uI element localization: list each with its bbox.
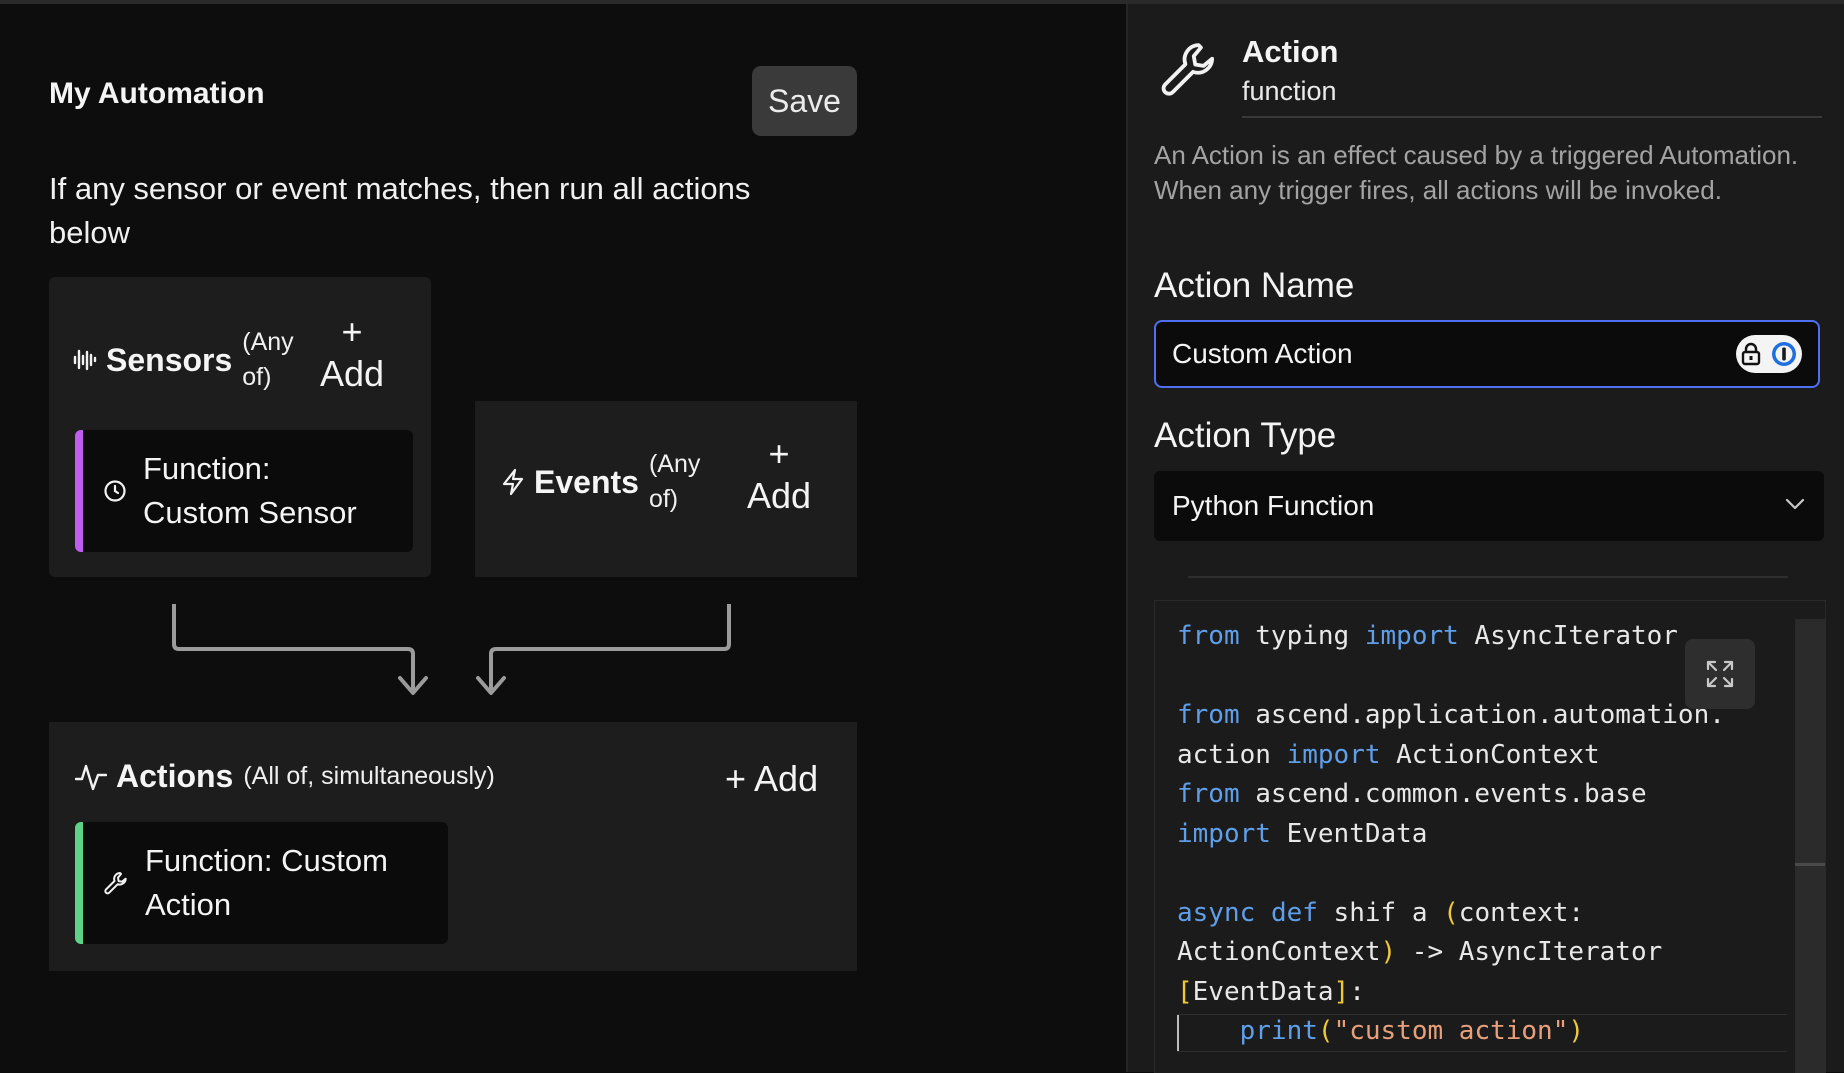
code-line: from ascend.common.events.base bbox=[1177, 779, 1647, 809]
plus-icon: + bbox=[768, 433, 790, 474]
divider bbox=[1188, 576, 1788, 578]
code-bracket: ] bbox=[1333, 976, 1350, 1007]
sensor-item-label-line-2: Custom Sensor bbox=[143, 495, 357, 530]
code-keyword: from bbox=[1177, 700, 1240, 730]
automation-description: If any sensor or event matches, then run… bbox=[49, 171, 751, 250]
events-add-button[interactable]: + Add bbox=[747, 433, 811, 517]
events-title: Events bbox=[534, 463, 639, 500]
automation-canvas: My Automation Save If any sensor or even… bbox=[0, 4, 1126, 1072]
sensor-item-label-line-1: Function: bbox=[143, 451, 271, 486]
code-line: async def shif a (context: bbox=[1177, 897, 1585, 928]
code-keyword: import bbox=[1177, 818, 1271, 849]
events-qualifier-line-1: (Any bbox=[648, 450, 701, 478]
action-item-label: Function: Custom Action bbox=[145, 839, 388, 927]
code-string: "custom action" bbox=[1333, 1016, 1569, 1046]
expand-icon bbox=[1706, 660, 1734, 688]
code-line: print("custom action") bbox=[1177, 1016, 1584, 1046]
onepassword-icon bbox=[1772, 342, 1796, 366]
code-line: [EventData]: bbox=[1177, 976, 1365, 1007]
code-line: from typing import AsyncIterator bbox=[1177, 621, 1678, 651]
text-cursor bbox=[1177, 1015, 1179, 1051]
sensors-add-button[interactable]: + Add bbox=[320, 311, 384, 395]
editor-scroll-thumb[interactable] bbox=[1795, 863, 1825, 866]
sensors-add-label: Add bbox=[320, 353, 385, 394]
sensors-qualifier: (Any of) bbox=[242, 325, 293, 395]
lock-icon bbox=[1741, 342, 1761, 366]
code-bracket: ) bbox=[1568, 1016, 1585, 1046]
actions-add-button[interactable]: + Add bbox=[725, 758, 819, 799]
code-editor[interactable]: from typing import AsyncIterator from as… bbox=[1154, 600, 1826, 1073]
code-line: action import ActionContext bbox=[1177, 739, 1600, 770]
clock-icon bbox=[103, 479, 127, 503]
flow-connectors bbox=[172, 604, 731, 695]
actions-qualifier: (All of, simultaneously) bbox=[243, 762, 495, 790]
panel-title: Action bbox=[1242, 34, 1339, 69]
expand-editor-button[interactable] bbox=[1685, 639, 1755, 709]
events-header: Events (Any of) bbox=[501, 447, 700, 517]
current-line-highlight bbox=[1177, 1014, 1787, 1052]
code-keyword: import bbox=[1286, 739, 1381, 770]
waveform-icon bbox=[73, 347, 97, 373]
action-item-label-line-2: Action bbox=[145, 887, 232, 922]
code-keyword: def bbox=[1270, 897, 1318, 928]
events-qualifier-line-2: of) bbox=[648, 485, 679, 513]
automation-title: My Automation bbox=[49, 77, 265, 110]
sensors-qualifier-line-2: of) bbox=[242, 363, 272, 391]
code-keyword: import bbox=[1364, 621, 1459, 651]
panel-subtitle: function bbox=[1242, 76, 1337, 106]
password-manager-badge[interactable] bbox=[1736, 335, 1802, 373]
action-item[interactable]: Function: Custom Action bbox=[75, 822, 448, 944]
action-details-panel: Action function An Action is an effect c… bbox=[1126, 4, 1844, 1073]
action-name-label: Action Name bbox=[1154, 266, 1355, 305]
code-keyword: async bbox=[1177, 897, 1256, 928]
code-bracket: ( bbox=[1317, 1016, 1334, 1046]
code-bracket: [ bbox=[1177, 976, 1193, 1007]
activity-icon bbox=[75, 762, 107, 792]
action-name-input[interactable]: Custom Action bbox=[1154, 320, 1820, 388]
code-bracket: ( bbox=[1443, 897, 1459, 928]
actions-title: Actions bbox=[116, 758, 234, 794]
actions-header: Actions (All of, simultaneously) bbox=[75, 758, 495, 795]
divider bbox=[1242, 116, 1822, 118]
sensor-item[interactable]: Function: Custom Sensor bbox=[75, 430, 413, 552]
chevron-down-icon bbox=[1784, 497, 1806, 516]
panel-description: An Action is an effect caused by a trigg… bbox=[1154, 140, 1799, 205]
code-keyword: from bbox=[1177, 779, 1240, 809]
sensor-item-label: Function: Custom Sensor bbox=[143, 447, 357, 535]
action-item-label-line-1: Function: Custom bbox=[145, 843, 388, 878]
wrench-icon bbox=[103, 870, 129, 896]
events-qualifier: (Any of) bbox=[649, 447, 700, 517]
sensors-card: Sensors (Any of) + Add Function: Custom … bbox=[49, 277, 431, 577]
code-line: ActionContext) -> AsyncIterator bbox=[1177, 937, 1663, 967]
code-keyword: from bbox=[1177, 621, 1240, 651]
top-border bbox=[0, 0, 1844, 4]
code-content: from typing import AsyncIterator from as… bbox=[1177, 617, 1725, 1052]
sensors-title: Sensors bbox=[106, 341, 233, 378]
wrench-icon bbox=[1158, 38, 1220, 105]
action-type-value: Python Function bbox=[1172, 490, 1375, 521]
events-add-label: Add bbox=[747, 475, 812, 516]
code-line: from ascend.application.automation. bbox=[1177, 700, 1725, 730]
action-name-value: Custom Action bbox=[1172, 338, 1353, 369]
sensors-header: Sensors (Any of) bbox=[73, 325, 294, 395]
actions-card: Actions (All of, simultaneously) + Add F… bbox=[49, 722, 857, 971]
editor-scrollbar[interactable] bbox=[1795, 619, 1825, 1073]
lightning-icon bbox=[501, 468, 525, 496]
code-builtin: print bbox=[1239, 1016, 1318, 1046]
save-button[interactable]: Save bbox=[752, 66, 857, 136]
action-type-select[interactable]: Python Function bbox=[1154, 471, 1824, 541]
action-type-label: Action Type bbox=[1154, 416, 1337, 455]
code-line: import EventData bbox=[1177, 818, 1428, 849]
code-bracket: ) bbox=[1380, 937, 1397, 967]
sensors-qualifier-line-1: (Any bbox=[242, 328, 294, 356]
events-card: Events (Any of) + Add bbox=[475, 401, 857, 577]
plus-icon: + bbox=[341, 311, 363, 352]
